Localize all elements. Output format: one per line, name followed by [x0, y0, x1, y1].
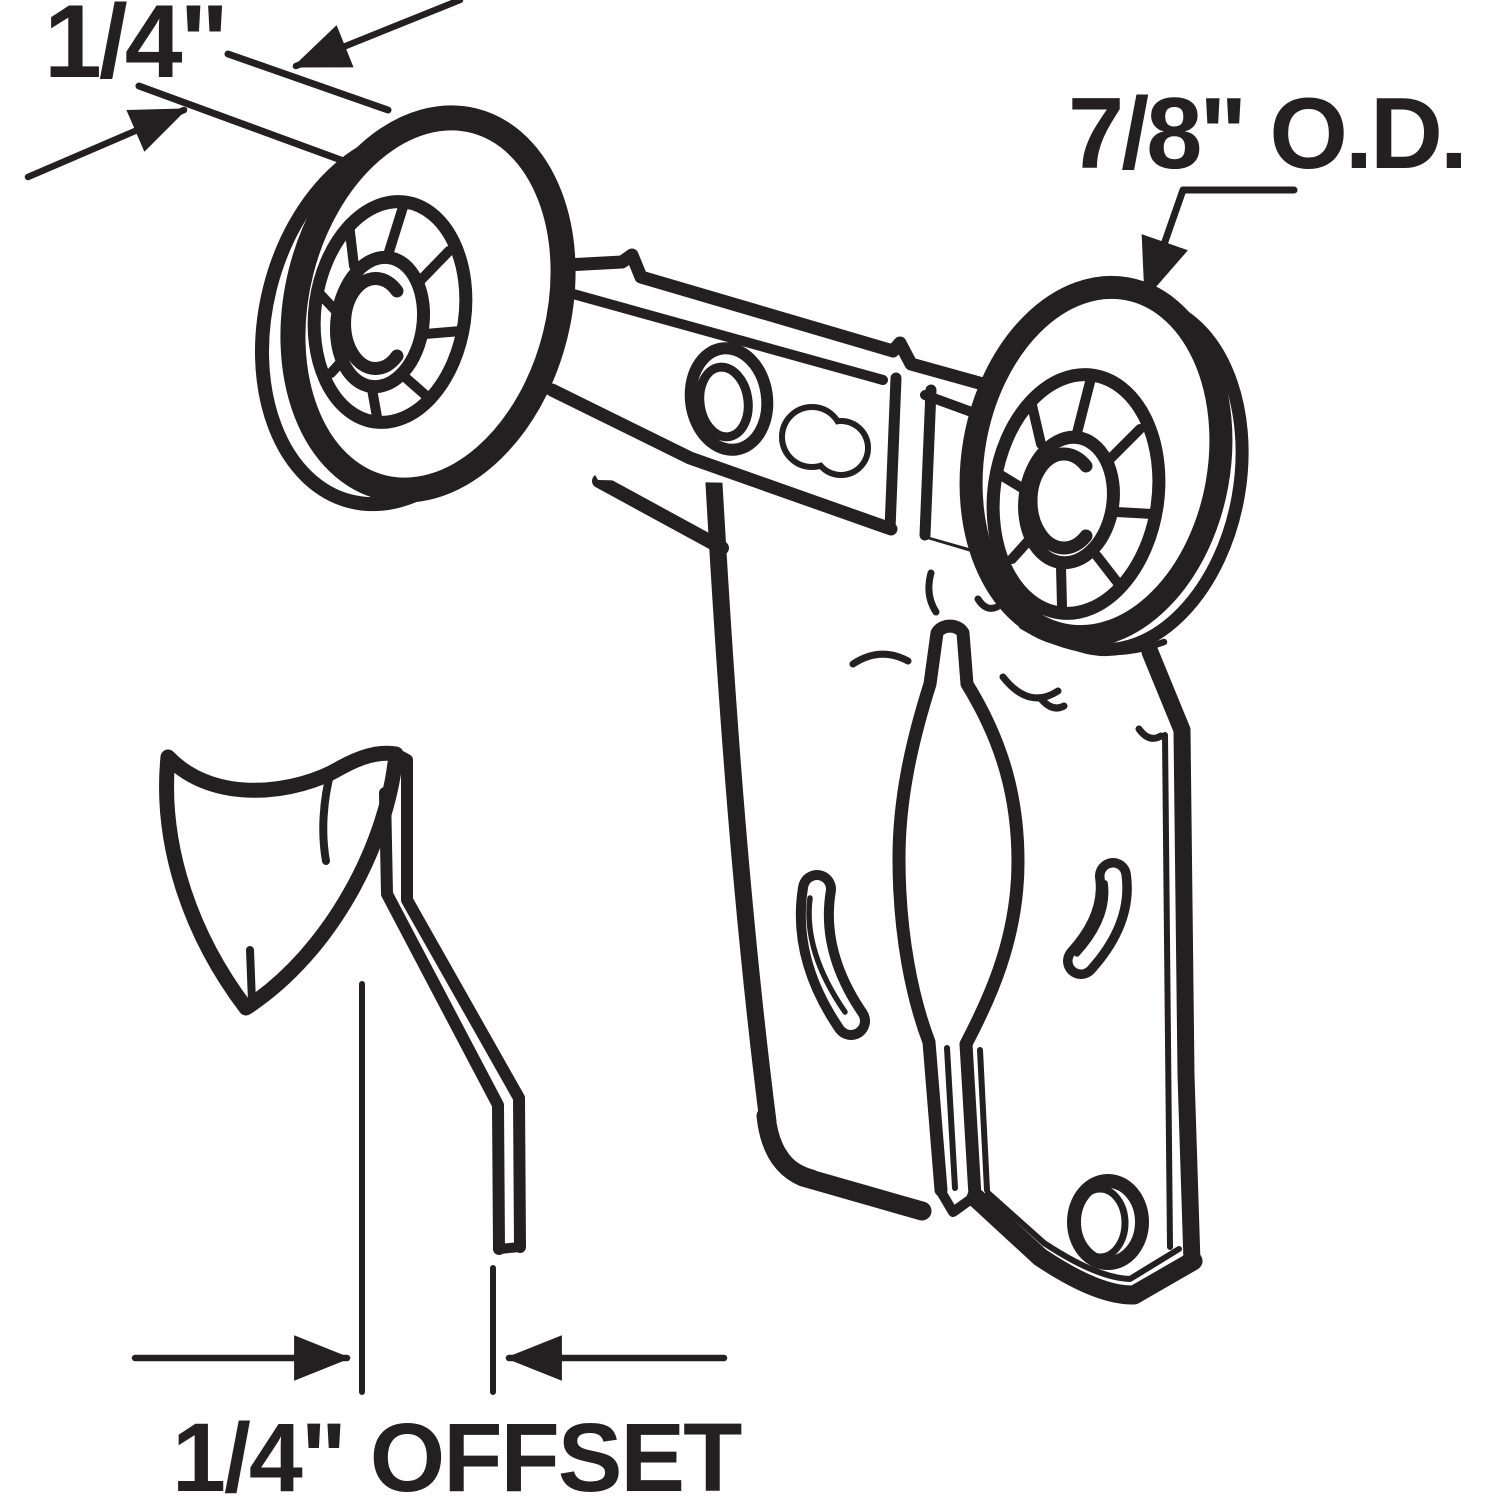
offset-extension-lines [359, 981, 496, 1395]
thickness-extension-lines [135, 50, 392, 171]
texture-marks [849, 569, 1165, 742]
arm-pivot-hole-inner [695, 362, 753, 442]
clip-strip [379, 748, 526, 1255]
left-curved-slot [795, 870, 870, 1040]
arm-end-bend-lines [884, 372, 937, 541]
thickness-arrow-lower [24, 106, 188, 181]
od-leader-line [1141, 186, 1298, 301]
thickness-arrow-upper [292, 0, 464, 70]
left-wheel-axle-c [338, 272, 404, 375]
plate-screw-hole-inner [1071, 1185, 1129, 1261]
plate-bottom-notch [935, 1185, 979, 1217]
clip-shield [159, 745, 404, 1016]
outer-diameter-label: 7/8" O.D. [1068, 78, 1465, 190]
offset-clip [159, 745, 526, 1255]
plate-bottom-right-edge [966, 1188, 1203, 1305]
arm-bottom-edge [545, 383, 898, 536]
arm-adjustment-hole [779, 404, 871, 478]
clip-creases [246, 767, 335, 1006]
plate-bottom-left-edge [756, 1106, 932, 1221]
thickness-label: 1/4" [44, 0, 226, 100]
dimension-labels: 1/4" 7/8" O.D. 1/4" OFFSET [44, 0, 1468, 1500]
right-curved-slot [1063, 858, 1132, 979]
mounting-plate [592, 457, 1203, 1305]
plate-right-edge [1141, 643, 1201, 1271]
keyhole-cutout [892, 619, 1025, 1203]
left-roller-wheel [254, 105, 576, 512]
left-wheel-spokes [314, 202, 466, 422]
clip-strip-end [494, 1242, 525, 1254]
right-wheel-spokes [994, 377, 1158, 611]
right-wheel-axle-c [1024, 447, 1093, 555]
right-wheel-rim-inner-arc [1018, 622, 1168, 656]
plate-top-left-chamfer [592, 474, 729, 555]
right-roller-wheel [959, 275, 1249, 657]
plate-thickness-lines [781, 732, 1182, 1282]
plate-left-edge [704, 457, 777, 1131]
keyhole-slit-thickness [944, 1045, 990, 1193]
dimension-graphics [24, 0, 1298, 1395]
arm-top-edge [541, 248, 1051, 408]
offset-label: 1/4" OFFSET [172, 1403, 742, 1500]
